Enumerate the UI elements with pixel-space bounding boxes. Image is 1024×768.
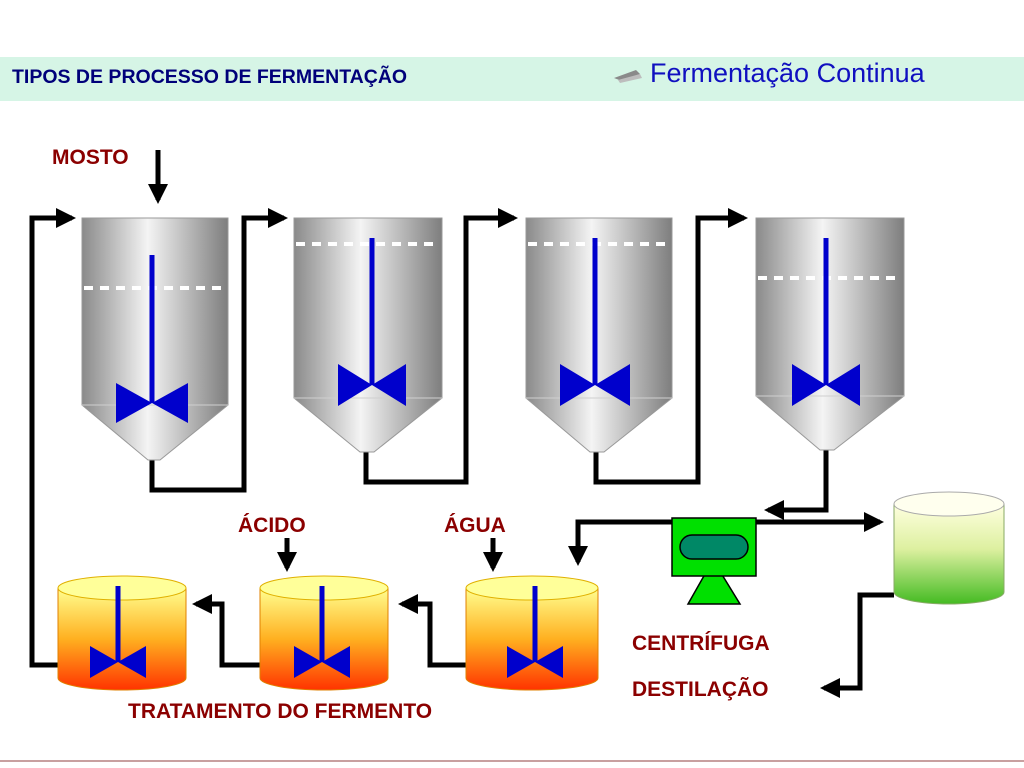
impeller-icon	[294, 646, 350, 678]
centrifuge	[671, 517, 757, 605]
pipe-tank-destilacao	[820, 592, 894, 698]
yeast-vat-2	[259, 575, 389, 691]
pipe-f4-centrifuge	[764, 450, 829, 520]
fermenter-4	[755, 217, 905, 451]
impeller-icon	[90, 646, 146, 678]
fermenter-3	[525, 217, 673, 453]
recycle-pipe	[29, 208, 76, 668]
impeller-icon	[792, 364, 860, 406]
impeller-icon	[338, 364, 406, 406]
label-agua: ÁGUA	[444, 514, 506, 537]
yeast-vat-1	[57, 575, 187, 691]
pipe-f2-f3	[363, 208, 518, 485]
fermenter-2	[293, 217, 443, 453]
pipe-centrifuge-vat3	[568, 519, 672, 566]
pipe-vat3-vat2	[398, 594, 466, 668]
label-mosto: MOSTO	[52, 146, 129, 169]
label-acido: ÁCIDO	[238, 514, 306, 537]
impeller-icon	[116, 383, 188, 423]
impeller-icon	[507, 646, 563, 678]
header-band	[0, 57, 1024, 101]
yeast-vat-3	[465, 575, 599, 691]
label-destilacao: DESTILAÇÃO	[632, 678, 769, 701]
centrifuge-drum	[679, 534, 749, 560]
slide-subtitle: Fermentação Continua	[650, 58, 925, 88]
page-title: TIPOS DE PROCESSO DE FERMENTAÇÃO	[12, 66, 408, 88]
label-centrifuga: CENTRÍFUGA	[632, 632, 770, 655]
label-tratamento: TRATAMENTO DO FERMENTO	[128, 700, 433, 723]
footer-divider	[0, 760, 1024, 762]
wine-storage-tank	[893, 491, 1005, 605]
impeller-icon	[560, 364, 630, 406]
pointer-icon	[614, 70, 642, 83]
pipe-f3-f4	[593, 208, 748, 485]
fermenter-1	[81, 217, 229, 461]
pipe-f1-f2	[149, 208, 288, 493]
pipe-vat2-vat1	[192, 594, 260, 668]
centrifuge-base	[686, 558, 742, 605]
